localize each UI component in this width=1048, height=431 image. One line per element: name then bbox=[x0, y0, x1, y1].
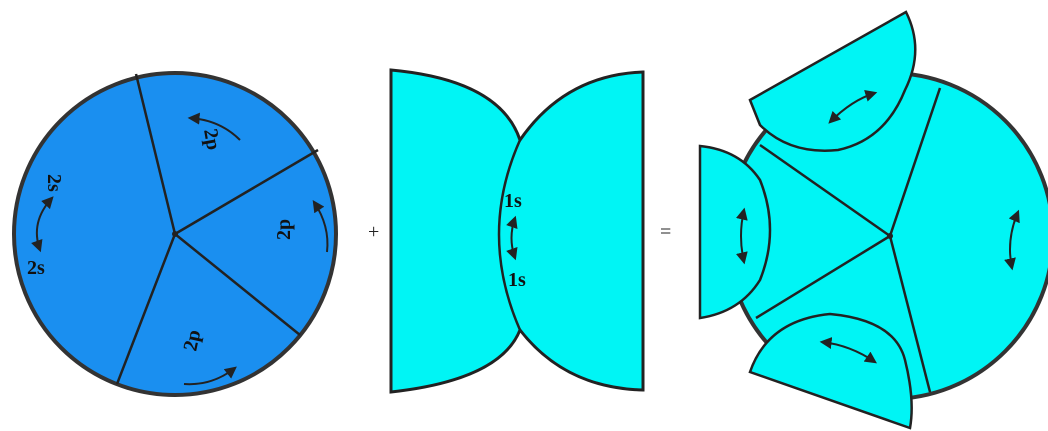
middle-shape bbox=[391, 70, 643, 392]
right-panel-result bbox=[700, 12, 1048, 428]
plus-operator: + bbox=[368, 221, 379, 243]
label-1s-top: 1s bbox=[504, 190, 522, 212]
left-panel-2s-2p: 2s 2s 2p 2p 2p bbox=[14, 73, 336, 395]
label-2s-bottom: 2s bbox=[27, 257, 45, 279]
label-1s-bottom: 1s bbox=[508, 269, 526, 291]
middle-panel-1s: 1s 1s bbox=[391, 70, 643, 392]
label-2p-top: 2p bbox=[199, 127, 224, 152]
label-2p-bottom: 2p bbox=[179, 328, 205, 353]
equals-operator: = bbox=[660, 221, 671, 243]
label-2s-top: 2s bbox=[43, 174, 65, 192]
right-center-point bbox=[887, 233, 893, 239]
left-center-point bbox=[172, 231, 178, 237]
label-2p-right: 2p bbox=[273, 219, 295, 240]
